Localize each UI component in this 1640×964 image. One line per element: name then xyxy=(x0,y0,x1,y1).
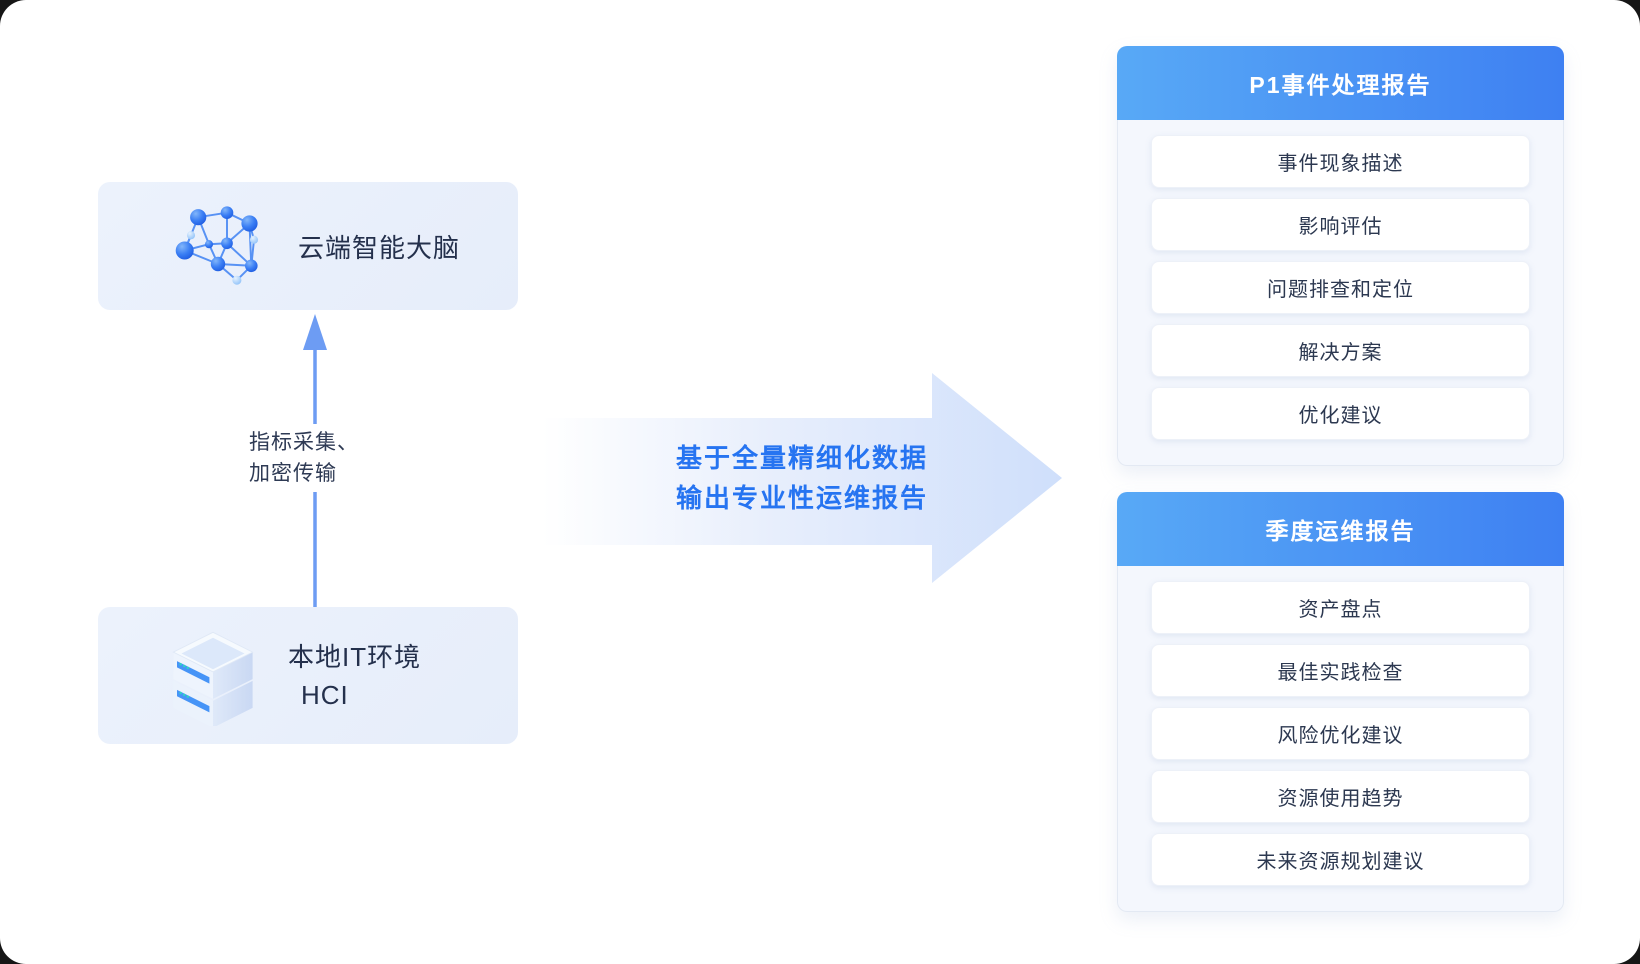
report-item: 优化建议 xyxy=(1151,387,1530,440)
cloud-brain-label: 云端智能大脑 xyxy=(298,232,461,263)
upload-label-line2: 加密传输 xyxy=(249,462,337,485)
report-item: 资产盘点 xyxy=(1151,581,1530,634)
arrow-caption-line2: 输出专业性运维报告 xyxy=(675,483,928,513)
report-item: 资源使用趋势 xyxy=(1151,770,1530,823)
panel-p1-incident-report: P1事件处理报告 事件现象描述 影响评估 问题排查和定位 解决方案 优化建议 xyxy=(1117,46,1564,466)
report-item: 风险优化建议 xyxy=(1151,707,1530,760)
report-item: 解决方案 xyxy=(1151,324,1530,377)
panel-p1-title: P1事件处理报告 xyxy=(1117,46,1564,120)
report-item: 未来资源规划建议 xyxy=(1151,833,1530,886)
panel-p1-body: 事件现象描述 影响评估 问题排查和定位 解决方案 优化建议 xyxy=(1117,120,1564,466)
upload-label-line1: 指标采集、 xyxy=(249,431,359,454)
report-item: 事件现象描述 xyxy=(1151,135,1530,188)
report-item: 问题排查和定位 xyxy=(1151,261,1530,314)
arrow-caption-line1: 基于全量精细化数据 xyxy=(675,443,928,473)
report-item: 最佳实践检查 xyxy=(1151,644,1530,697)
local-it-label-line2: HCI xyxy=(301,679,349,710)
right-arrow-caption: 基于全量精细化数据 输出专业性运维报告 xyxy=(542,373,1062,583)
local-it-label: 本地IT环境 HCI xyxy=(288,638,421,714)
local-it-label-line1: 本地IT环境 xyxy=(288,641,422,672)
panel-quarterly-report: 季度运维报告 资产盘点 最佳实践检查 风险优化建议 资源使用趋势 未来资源规划建… xyxy=(1117,492,1564,912)
local-it-box: 本地IT环境 HCI xyxy=(98,607,518,744)
panel-quarterly-title: 季度运维报告 xyxy=(1117,492,1564,566)
panel-quarterly-body: 资产盘点 最佳实践检查 风险优化建议 资源使用趋势 未来资源规划建议 xyxy=(1117,566,1564,912)
neural-network-icon xyxy=(175,206,259,285)
right-arrow-shape xyxy=(542,373,1062,583)
cloud-brain-box: 云端智能大脑 xyxy=(98,182,518,310)
server-stack-icon xyxy=(172,631,254,726)
upload-arrow-label: 指标采集、 加密传输 xyxy=(243,424,365,492)
report-item: 影响评估 xyxy=(1151,198,1530,251)
